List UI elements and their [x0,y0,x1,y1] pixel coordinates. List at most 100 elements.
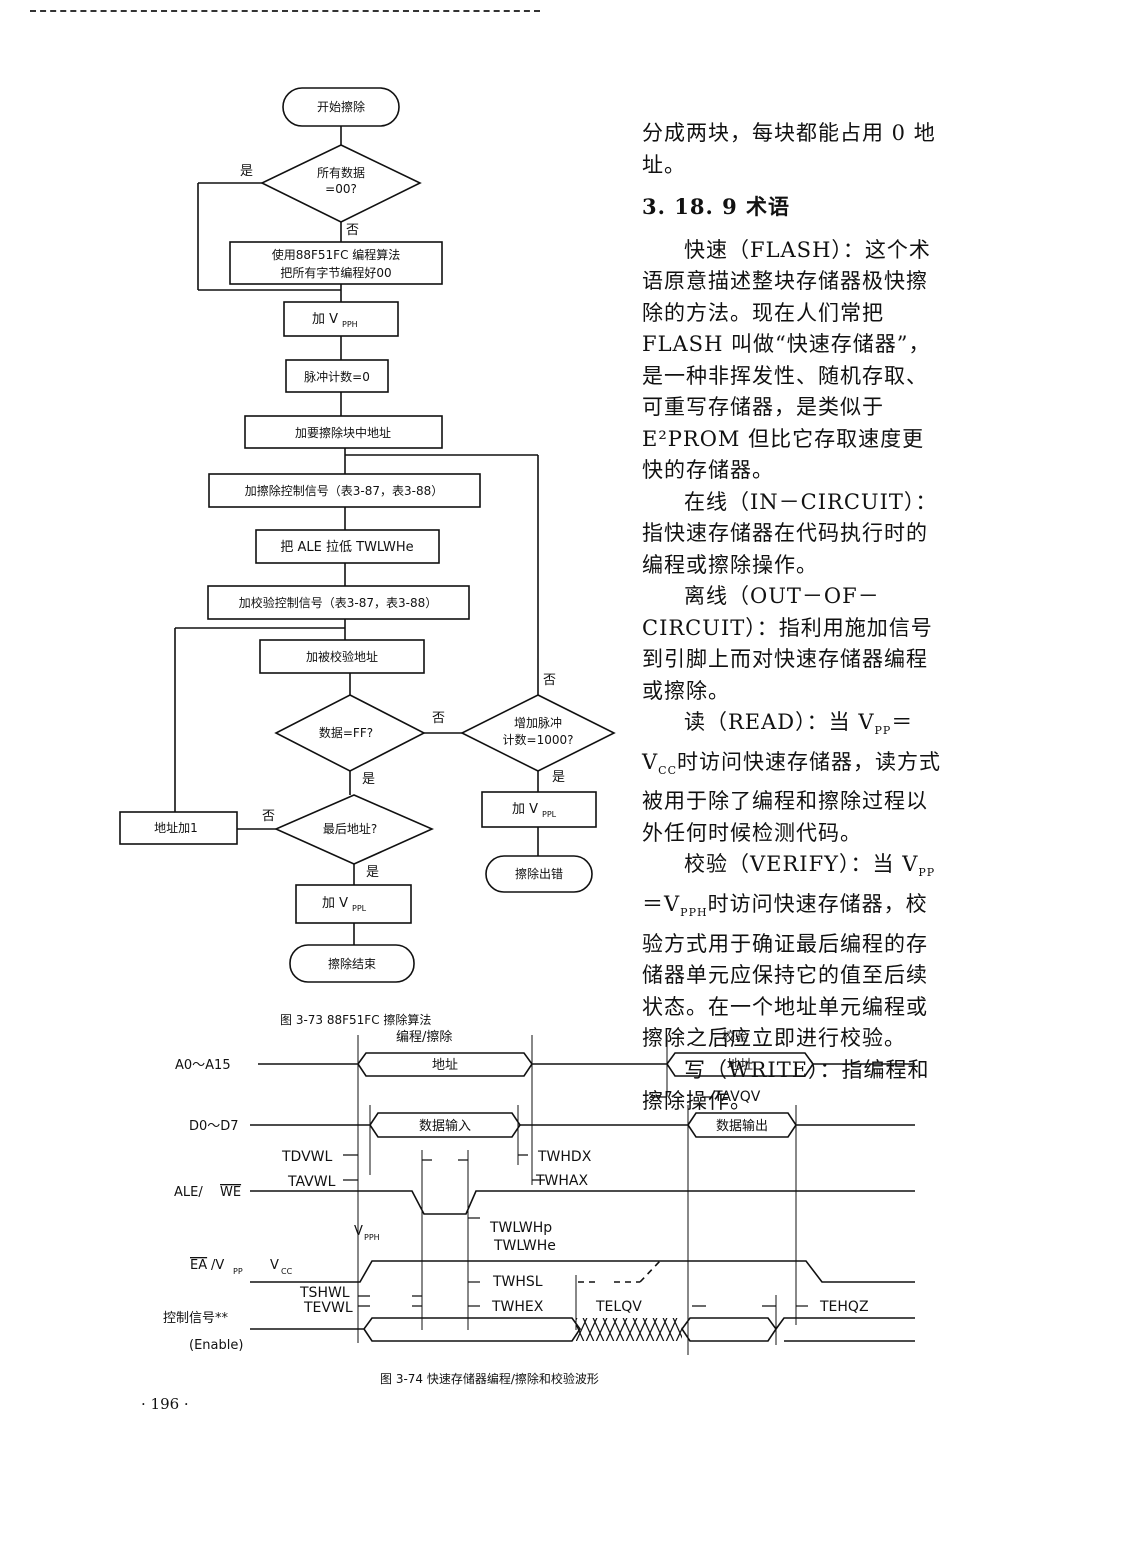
start-label: 开始擦除 [317,99,365,114]
verify-text-2: ＝V [642,892,681,917]
verify-sub-1: PP [918,866,936,880]
tdvwl-label: TDVWL [281,1149,333,1165]
paragraph-flash: 快速（FLASH）：这个术语原意描述整块存储器极快擦除的方法。现在人们常把 FL… [642,237,931,483]
ctrl-waveform-3 [775,1317,915,1342]
verify-text-3: 时访问快速存储器，校验方式用于确证最后编程的存储器单元应保持它的值至后续状态。在… [642,892,928,1051]
vpph-subscript: PPH [342,320,358,329]
vcc-subscript: CC [281,1267,293,1276]
data-in-label: 数据输入 [419,1118,471,1134]
yes-last-label: 是 [366,865,379,880]
section-prog-label: 编程/擦除 [396,1030,452,1045]
ea-vpp-dashed [578,1260,661,1283]
read-text-3: 时访问快速存储器，读方式被用于除了编程和擦除过程以外任何时候检测代码。 [642,749,942,845]
yes-ff-label: 是 [362,772,375,787]
verify-addr-box [259,639,425,674]
verify-addr-label: 加被校验地址 [306,649,378,664]
sig-ale-label: ALE/ [174,1185,203,1200]
apply-block-addr-label: 加要擦除块中地址 [295,425,391,440]
ale-low-box [255,529,440,564]
ctrl-hatched-region [576,1318,682,1341]
erase-error-terminal [485,855,593,893]
decision-all-zero-label-2: =00? [325,182,357,196]
paragraph-in-circuit: 在线（IN－CIRCUIT）：指快速存储器在代码执行时的编程或擦除操作。 [642,489,938,577]
addr-verify-label: 地址 [727,1058,753,1073]
page-number: · 196 · [141,1395,189,1413]
read-text-2: ＝V [642,710,914,774]
apply-block-addr-box [244,415,443,449]
body-text: 分成两块，每块都能占用 0 地址。 3. 18. 9 术语 快速（FLASH）：… [642,118,942,1118]
verify-text-1: 校验（VERIFY）：当 V [684,852,919,877]
program-all-box [229,241,443,285]
yes-pulse-label: 是 [552,770,565,785]
twhax-label: TWHAX [535,1173,588,1189]
apply-vpph-label: 加 V [312,312,338,327]
verify-sub-2: PPH [680,906,708,920]
erase-ctrl-label: 加擦除控制信号（表3-87，表3-88） [245,483,443,498]
pulse-count-box [285,359,389,393]
tehqz-label: TEHQZ [819,1299,869,1315]
tavwl-label: TAVWL [287,1174,336,1190]
verify-ctrl-box [207,585,470,620]
no-pulse-label: 否 [543,673,556,688]
sig-ctrl-label: 控制信号** [163,1311,229,1326]
read-sub-2: CC [658,763,678,777]
pulse-count-label: 脉冲计数=0 [304,369,370,384]
section-heading: 3. 18. 9 术语 [642,194,791,219]
timing-diagram: 编程/擦除 校验 A0～A15 D0～D7 ALE/ WE EA /V PP 控… [163,1029,915,1386]
sig-vpp-label: /V [211,1258,224,1273]
apply-vpph-box [283,301,399,337]
tavqv-label: TAVQV [713,1089,761,1105]
addr-inc-label: 地址加1 [154,821,198,835]
verify-ctrl-label: 加校验控制信号（表3-87，表3-88） [239,595,437,610]
sig-we-label: WE [220,1185,241,1200]
read-sub-1: PP [874,724,892,738]
decision-pulse-label-1: 增加脉冲 [514,715,562,730]
top-dashed-rule [30,10,540,12]
paragraph-read: 读（READ）：当 VPP＝VCC时访问快速存储器，读方式被用于除了编程和擦除过… [642,707,942,849]
twhdx-label: TWHDX [537,1149,592,1165]
no-label: 否 [346,223,359,238]
ctrl-waveform-2 [681,1317,777,1342]
paragraph-verify: 校验（VERIFY）：当 VPP ＝VPPH时访问快速存储器，校验方式用于确证最后… [642,849,942,1054]
tevwl-label: TEVWL [303,1300,353,1316]
timing-caption: 图 3-74 快速存储器编程/擦除和校验波形 [380,1371,599,1386]
vpph-subscript: PPH [364,1233,380,1242]
addr-inc-box [119,811,238,845]
read-text-1: 读（READ）：当 V [684,710,875,734]
twlwhp-label: TWLWHp [489,1220,552,1236]
erase-flowchart: 开始擦除 所有数据 =00? 是 否 使用88F51FC 编程算法 把所有字节编… [119,87,616,1027]
sig-data-label: D0～D7 [189,1119,239,1134]
decision-all-zero-label: 所有数据 [317,165,365,180]
vppl-error-subscript: PPL [542,810,557,819]
yes-label: 是 [240,164,253,179]
ctrl-waveform-1 [250,1317,581,1342]
section-verify-label: 校验 [722,1029,748,1045]
vcc-label: V [270,1258,279,1273]
sig-vpp-subscript: PP [233,1267,243,1276]
ea-vpp-waveform [250,1260,915,1283]
decision-pulse-label-2: 计数=1000? [503,732,574,747]
data-out-label: 数据输出 [716,1118,768,1134]
sig-ea-label: EA [190,1258,207,1273]
paragraph-out-of-circuit: 离线（OUT－OF－CIRCUIT）：指利用施加信号到引脚上而对快速存储器编程或… [642,584,933,703]
paragraph-continuation: 分成两块，每块都能占用 0 地址。 [642,121,936,177]
decision-ff-label: 数据=FF? [319,725,373,740]
vpph-label: V [354,1224,363,1239]
twhex-label: TWHEX [491,1299,544,1315]
twhsl-label: TWHSL [492,1274,543,1290]
apply-vppl-end-label: 加 V [322,896,348,911]
no-last-label: 否 [262,809,275,824]
sig-addr-label: A0～A15 [175,1058,231,1073]
erase-end-terminal [289,944,415,983]
twlwhe-label: TWLWHe [493,1238,556,1254]
flowchart-caption: 图 3-73 88F51FC 擦除算法 [280,1012,431,1027]
paragraph-write: 写（WRITE）：指编程和擦除操作。 [642,1057,930,1114]
apply-vppl-error-label: 加 V [512,802,538,817]
sig-enable-label: (Enable) [189,1338,243,1353]
apply-vppl-error-box [481,791,597,828]
program-all-label-2: 把所有字节编程好00 [280,265,391,280]
erase-error-label: 擦除出错 [515,866,563,881]
no-ff-label: 否 [432,711,445,726]
tshwl-label: TSHWL [299,1285,350,1301]
ale-we-waveform [250,1190,915,1215]
